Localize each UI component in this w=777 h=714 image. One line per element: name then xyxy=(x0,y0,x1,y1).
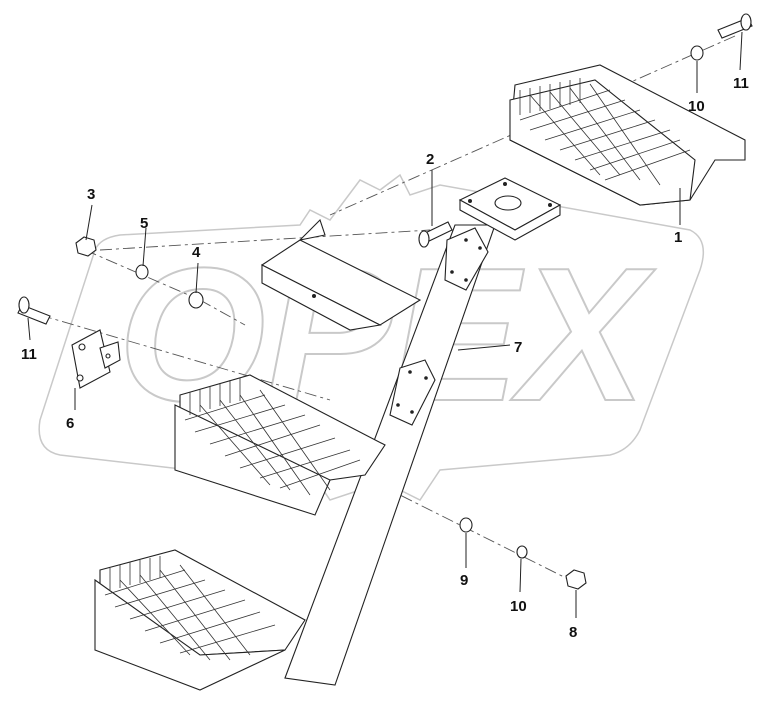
bolt-top-right xyxy=(717,13,753,39)
middle-step-tread xyxy=(174,374,386,516)
callout-6: 6 xyxy=(66,415,74,432)
side-plate xyxy=(71,329,121,389)
washer-10-lower xyxy=(516,545,528,559)
callout-11-left: 11 xyxy=(21,346,37,363)
bolt-center xyxy=(418,221,453,248)
callout-3: 3 xyxy=(87,186,95,203)
callout-9: 9 xyxy=(460,572,468,589)
callout-4: 4 xyxy=(192,244,201,261)
callout-7: 7 xyxy=(514,339,522,356)
leader-lines xyxy=(27,31,743,618)
washer-5 xyxy=(135,264,149,280)
callout-5: 5 xyxy=(140,215,148,232)
nut-3 xyxy=(75,236,97,257)
bolt-left xyxy=(17,296,51,325)
nut-8 xyxy=(565,569,587,590)
callout-10-bottom: 10 xyxy=(510,598,527,615)
callout-labels: 1 2 3 4 5 6 7 8 9 10 10 11 11 xyxy=(21,75,749,641)
callout-10-top: 10 xyxy=(688,98,705,115)
callout-8: 8 xyxy=(569,624,577,641)
lower-step-tread xyxy=(94,549,306,691)
step-bracket xyxy=(260,218,422,331)
stringer-support xyxy=(284,177,562,686)
upper-step-tread xyxy=(509,64,746,206)
callout-2: 2 xyxy=(426,151,434,168)
callout-11-top: 11 xyxy=(733,75,749,92)
hardware xyxy=(17,13,753,590)
washer-9 xyxy=(459,517,473,533)
washer-top xyxy=(690,45,704,61)
washer-4 xyxy=(188,291,204,309)
callout-1: 1 xyxy=(674,229,682,246)
